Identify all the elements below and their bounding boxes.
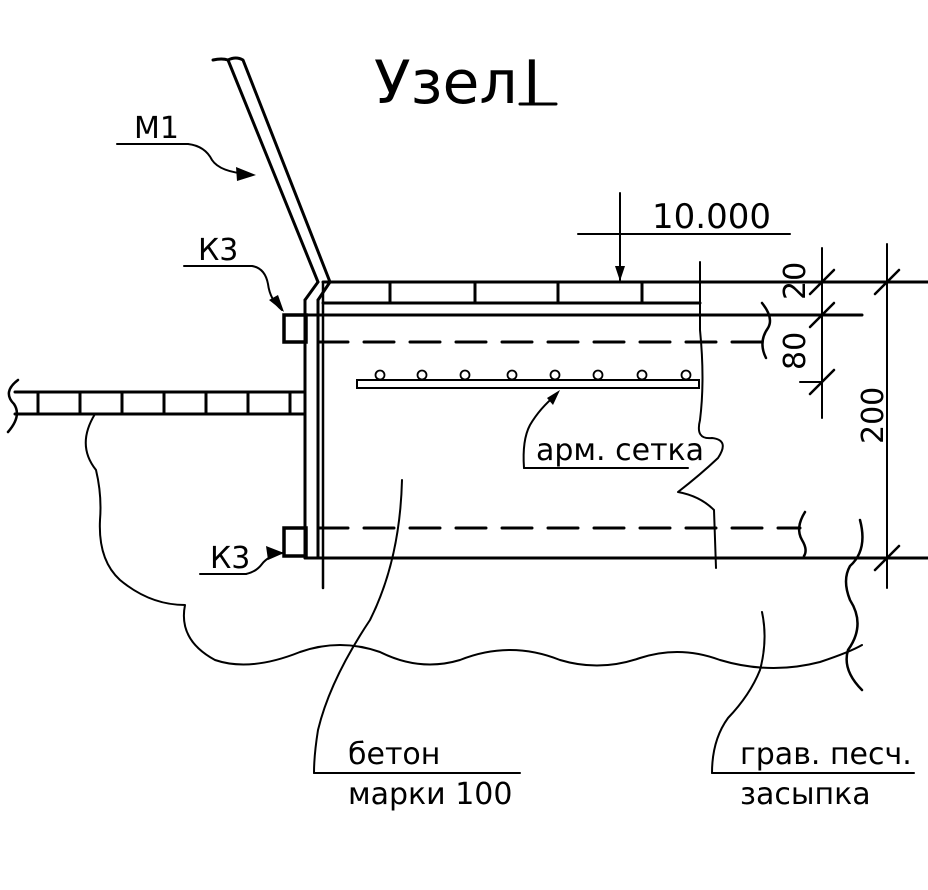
label-m1: М1 — [134, 111, 179, 146]
dim-200: 200 — [856, 387, 891, 444]
dimensions — [799, 243, 901, 589]
k3-bottom-box — [282, 526, 308, 558]
level-value: 10.000 — [652, 197, 771, 237]
concrete-leader — [313, 479, 521, 774]
k3-top-leader — [183, 265, 284, 312]
k3-top-box — [282, 313, 308, 344]
label-k3-top: К3 — [198, 233, 238, 268]
m1-leader — [116, 143, 256, 181]
dim-80: 80 — [778, 332, 813, 370]
ground-outline — [84, 413, 863, 670]
title-numeral: I — [523, 48, 541, 118]
label-k3-bottom: К3 — [210, 541, 250, 576]
gravel-leader — [711, 611, 915, 774]
mesh-leader — [522, 390, 689, 469]
label-concrete-1: бетон — [348, 737, 440, 772]
top-slab — [303, 280, 928, 317]
label-gravel-2: засыпка — [740, 777, 871, 812]
k3-bottom-leader — [199, 546, 284, 575]
label-concrete-2: марки 100 — [348, 777, 512, 812]
dim-20: 20 — [778, 262, 813, 300]
label-mesh: арм. сетка — [536, 433, 704, 468]
left-floor — [6, 378, 307, 434]
dashed-lines — [316, 340, 802, 530]
break-lines — [677, 261, 864, 692]
title-text: Узел — [374, 48, 518, 118]
reinforcement-mesh — [356, 369, 700, 389]
level-marker — [577, 192, 791, 281]
label-gravel-1: грав. песч. — [740, 737, 912, 772]
